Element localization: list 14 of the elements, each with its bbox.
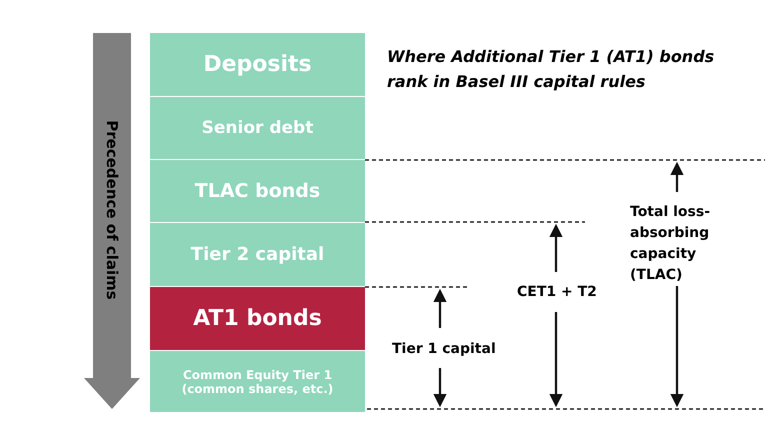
stack-block xyxy=(150,223,365,286)
stack-block xyxy=(150,160,365,222)
block-label: Common Equity Tier 1 (common shares, etc.) xyxy=(180,368,334,396)
direction-label: Precedence of claims xyxy=(103,120,121,300)
stack-block xyxy=(150,287,365,350)
block-label: Deposits xyxy=(203,52,312,77)
block-label: Tier 2 capital xyxy=(190,244,324,265)
stack-block xyxy=(150,351,365,412)
stack-block xyxy=(150,33,365,96)
dimension-label: Tier 1 capital xyxy=(392,341,496,357)
block-label: AT1 bonds xyxy=(193,306,322,331)
block-label: Senior debt xyxy=(202,118,314,138)
block-label: TLAC bonds xyxy=(194,180,320,202)
stack-block xyxy=(150,97,365,159)
